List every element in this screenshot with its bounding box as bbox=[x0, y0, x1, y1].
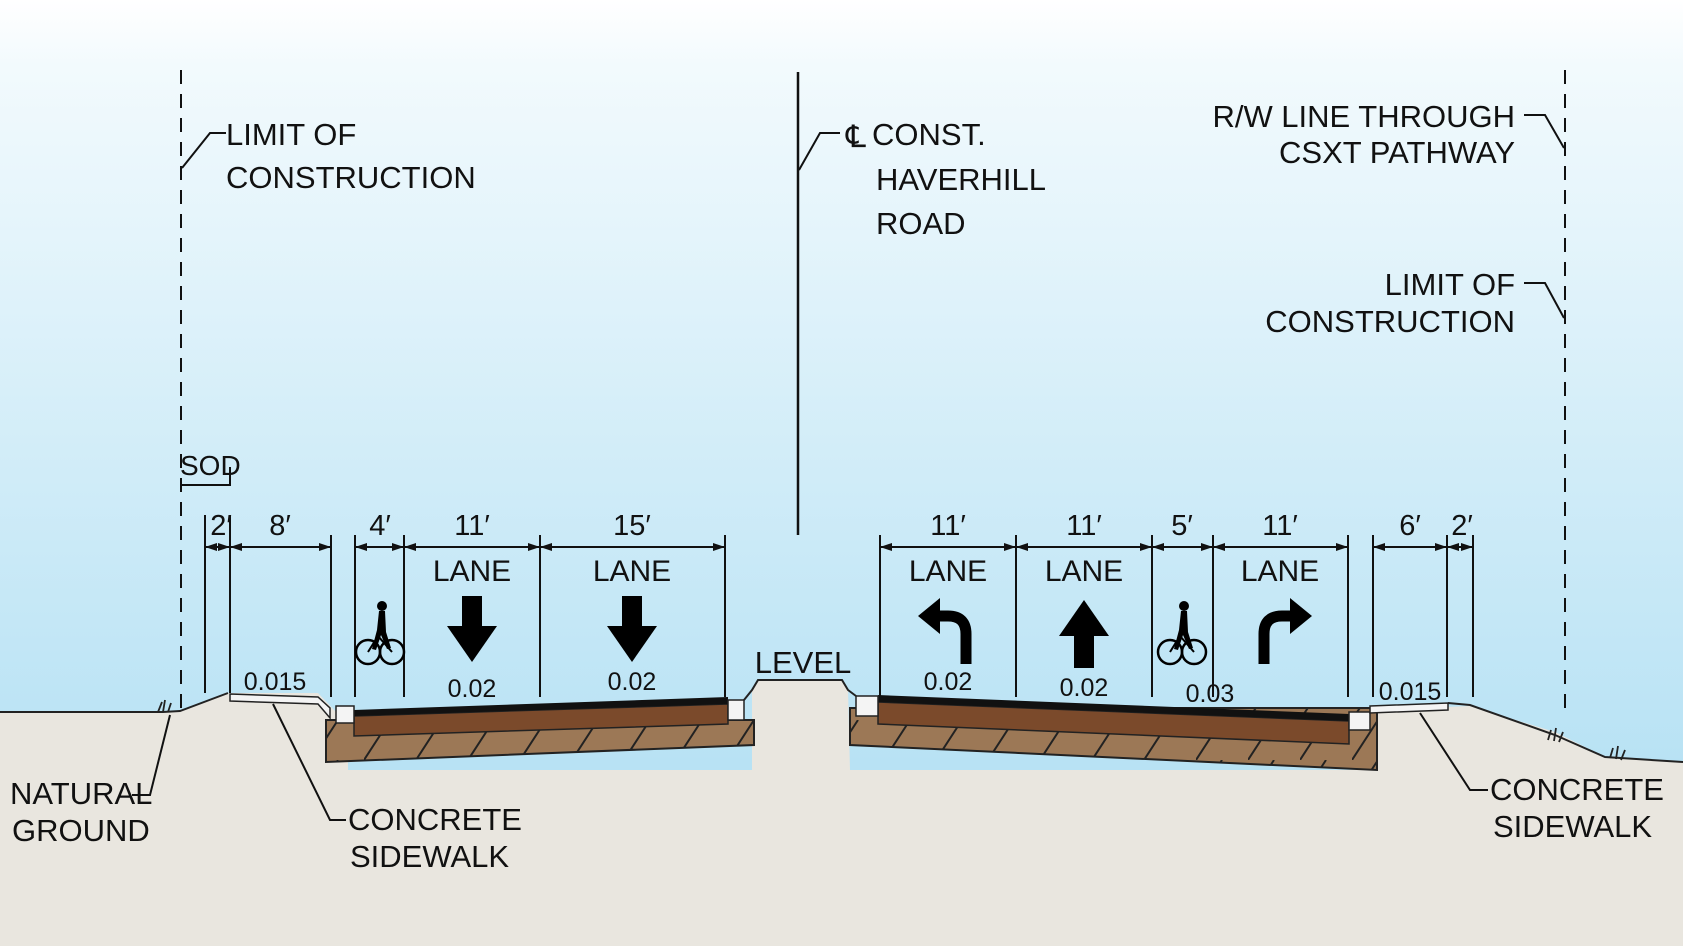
slope-sidewalk-right: 0.015 bbox=[1379, 678, 1442, 706]
grass-tuft-icon bbox=[1547, 727, 1564, 743]
right-sidewalk-slab bbox=[1369, 702, 1449, 714]
leader-rw-line bbox=[1524, 114, 1565, 149]
natural-ground-label-2: GROUND bbox=[12, 813, 150, 848]
natural-ground bbox=[0, 680, 1683, 946]
sod-bracket bbox=[181, 467, 231, 486]
dim-right-sidewalk: 6′ bbox=[1399, 510, 1421, 542]
leader-loc-right bbox=[1524, 282, 1565, 319]
loc-left-line-1: LIMIT OF bbox=[226, 117, 356, 152]
dim-right-bike: 5′ bbox=[1171, 510, 1193, 542]
slope-bike-right: 0.03 bbox=[1186, 680, 1235, 708]
left-ground-line bbox=[0, 692, 229, 713]
leader-centerline bbox=[798, 132, 840, 171]
sidewalk-right-label-2: SIDEWALK bbox=[1493, 809, 1652, 844]
sidewalk-right-label-1: CONCRETE bbox=[1490, 772, 1664, 807]
dim-right-lane-1: 11′ bbox=[930, 510, 966, 542]
centerline-symbol-icon: ℄ bbox=[845, 119, 866, 154]
slope-lane-right-2: 0.02 bbox=[1060, 674, 1109, 702]
leader-sidewalk-right bbox=[1419, 712, 1488, 791]
lane-label: LANE bbox=[1241, 555, 1319, 588]
slope-lane-left-2: 0.02 bbox=[608, 668, 657, 696]
dim-left-sidewalk: 8′ bbox=[269, 510, 291, 542]
dim-right-lane-2: 11′ bbox=[1066, 510, 1102, 542]
grass-tuft-icon bbox=[157, 699, 172, 713]
dim-left-lane-2: 15′ bbox=[613, 510, 651, 542]
loc-right-line-1: LIMIT OF bbox=[1385, 267, 1515, 302]
left-sidewalk-slab bbox=[229, 693, 331, 721]
lane-label: LANE bbox=[909, 555, 987, 588]
natural-ground-label-1: NATURAL bbox=[10, 776, 152, 811]
right-curb-median bbox=[855, 695, 879, 717]
left-curb-median bbox=[727, 699, 745, 721]
lane-label: LANE bbox=[593, 555, 671, 588]
dim-right-sod: 2′ bbox=[1451, 510, 1473, 542]
dimension-arrowheads bbox=[205, 543, 1473, 551]
dimension-extension-lines bbox=[204, 515, 1474, 697]
dim-left-lane-1: 11′ bbox=[454, 510, 490, 542]
rw-line-label-1: R/W LINE THROUGH bbox=[1212, 99, 1515, 134]
sod-label: SOD bbox=[180, 450, 241, 481]
level-label: LEVEL bbox=[755, 645, 852, 680]
centerline-label-1: CONST. bbox=[872, 117, 986, 152]
leader-loc-left bbox=[181, 132, 226, 169]
right-asphalt-layer bbox=[878, 695, 1349, 721]
left-asphalt-layer bbox=[354, 697, 728, 716]
dim-left-sod: 2′ bbox=[210, 510, 232, 542]
loc-left-line-2: CONSTRUCTION bbox=[226, 160, 476, 195]
centerline-label-3: ROAD bbox=[876, 206, 966, 241]
leader-natural-ground bbox=[132, 714, 171, 796]
right-curb-outer bbox=[1348, 711, 1371, 731]
rw-line-label-2: CSXT PATHWAY bbox=[1279, 135, 1515, 170]
dim-right-lane-3: 11′ bbox=[1262, 510, 1298, 542]
slope-sidewalk-left: 0.015 bbox=[244, 668, 307, 696]
right-pavement-section bbox=[849, 695, 1449, 772]
slope-lane-right-1: 0.02 bbox=[924, 668, 973, 696]
lane-label: LANE bbox=[1045, 555, 1123, 588]
slope-lane-left-1: 0.02 bbox=[448, 675, 497, 703]
median-outline bbox=[743, 679, 857, 701]
left-pavement-section bbox=[229, 693, 755, 764]
sidewalk-left-label-2: SIDEWALK bbox=[350, 839, 509, 874]
centerline-label-2: HAVERHILL bbox=[876, 162, 1046, 197]
grass-tuft-icon bbox=[1609, 745, 1626, 761]
loc-right-line-2: CONSTRUCTION bbox=[1265, 304, 1515, 339]
lane-label: LANE bbox=[433, 555, 511, 588]
leader-sidewalk-left bbox=[272, 703, 346, 821]
left-curb-outer bbox=[335, 705, 355, 724]
dim-left-bike: 4′ bbox=[369, 510, 391, 542]
sidewalk-left-label-1: CONCRETE bbox=[348, 802, 522, 837]
